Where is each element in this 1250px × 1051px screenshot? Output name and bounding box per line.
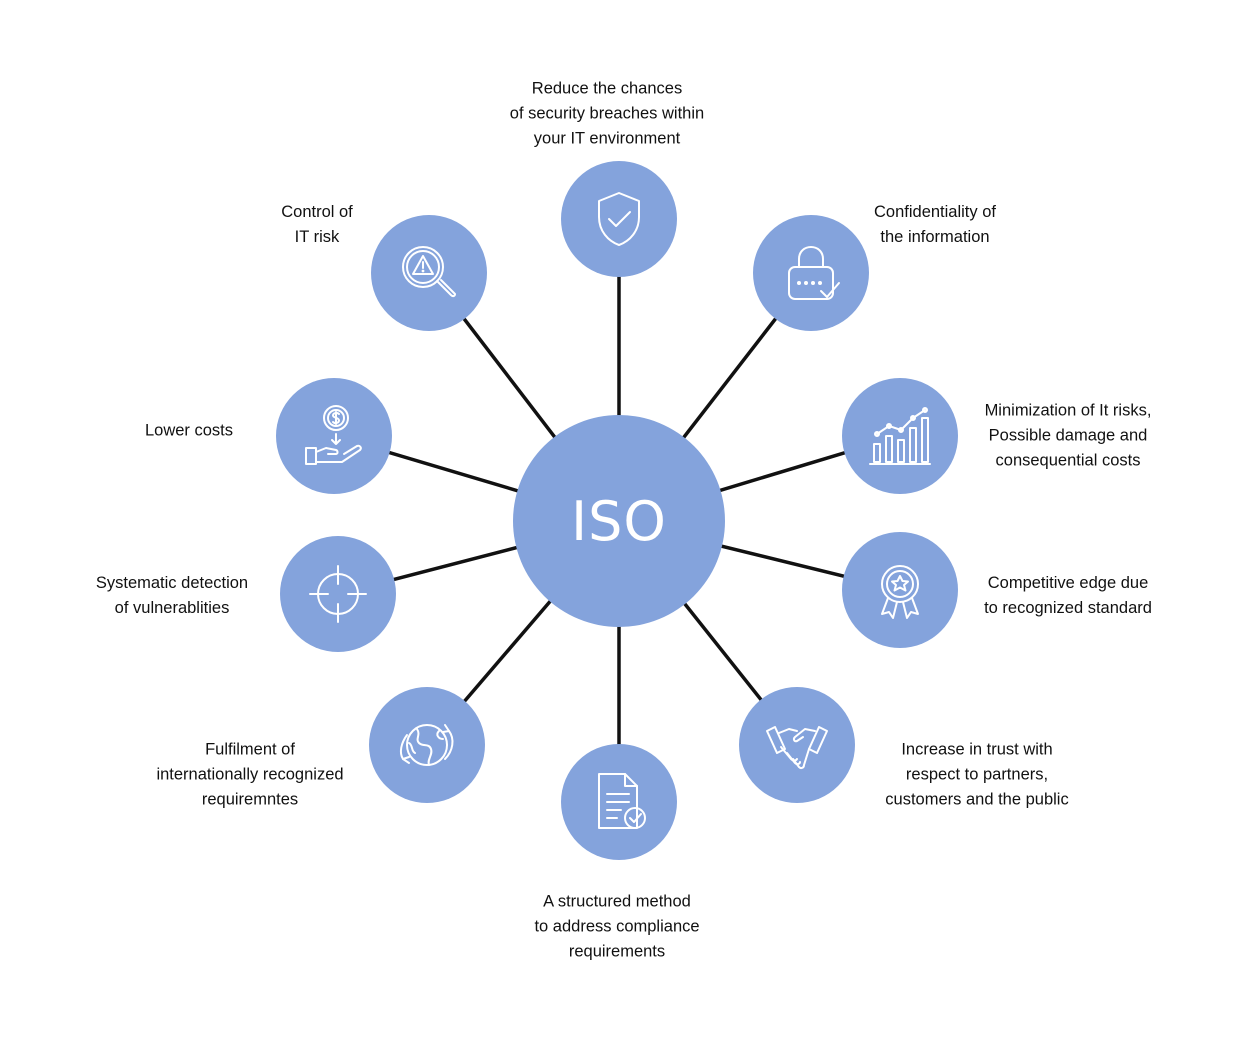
benefit-label-line: internationally recognized	[156, 765, 344, 784]
benefit-label-line: consequential costs	[995, 451, 1141, 470]
benefit-label-line: Lower costs	[144, 421, 234, 440]
benefit-label-line: Increase in trust with	[901, 740, 1053, 759]
benefit-node	[561, 744, 677, 860]
benefit-label: Confidentiality of the information	[874, 200, 996, 250]
hand-dollar-icon	[305, 405, 362, 465]
crosshair-icon	[309, 565, 367, 623]
benefit-label: Lower costs	[145, 419, 233, 444]
document-check-icon	[598, 773, 646, 829]
benefit-node	[276, 378, 392, 494]
benefit-label-line: the information	[880, 228, 990, 246]
benefit-label-line: Fulfilment of	[205, 740, 295, 759]
benefit-label-line: to address compliance	[534, 917, 700, 936]
benefit-label-line: to recognized standard	[984, 599, 1152, 617]
benefit-label-line: respect to partners,	[905, 765, 1049, 784]
benefit-label-line: Reduce the chances	[531, 79, 683, 98]
benefit-label-line: requirements	[568, 942, 666, 961]
bar-chart-growth-icon	[869, 407, 931, 465]
benefit-node	[371, 215, 487, 331]
center-hub: ISO	[513, 415, 725, 627]
magnifier-warning-icon	[402, 246, 456, 298]
benefit-node	[753, 215, 869, 331]
benefit-node	[842, 378, 958, 494]
benefit-label-line: your IT environment	[533, 129, 681, 148]
benefit-node	[739, 687, 855, 803]
benefit-label-line: of security breaches within	[509, 104, 705, 123]
globe-orbit-icon	[399, 724, 454, 766]
benefit-label: Competitive edge due to recognized standa…	[984, 571, 1152, 621]
benefit-label: Fulfilment of internationally recognized r…	[156, 738, 343, 813]
benefit-label-line: A structured method	[543, 892, 691, 911]
benefit-node	[561, 161, 677, 277]
benefit-label-line: Control of	[281, 203, 353, 221]
benefit-label-line: of vulnerablities	[114, 599, 230, 617]
benefit-label: Reduce the chances of security breaches w…	[510, 77, 704, 152]
handshake-icon	[766, 726, 828, 770]
benefit-node	[369, 687, 485, 803]
benefit-label-line: customers and the public	[885, 790, 1069, 809]
shield-check-icon	[598, 192, 640, 246]
benefit-label-line: requiremntes	[201, 790, 299, 809]
benefit-label: A structured method to address compliance…	[534, 890, 699, 965]
benefit-label-line: Systematic detection	[95, 574, 249, 592]
lock-check-icon	[788, 246, 840, 300]
benefit-label-line: Minimization of It risks,	[984, 401, 1152, 420]
benefit-label-line: Possible damage and	[988, 426, 1148, 445]
center-label: ISO	[571, 489, 667, 553]
benefit-label-line: IT risk	[294, 228, 340, 246]
benefit-label: Systematic detection of vulnerablities	[96, 571, 248, 621]
benefit-node	[842, 532, 958, 648]
benefit-label: Control of IT risk	[281, 200, 353, 250]
benefit-label: Increase in trust with respect to partner…	[885, 738, 1068, 813]
benefit-label: Minimization of It risks, Possible damage…	[985, 399, 1152, 474]
benefit-label-line: Competitive edge due	[987, 574, 1149, 592]
benefit-node	[280, 536, 396, 652]
award-badge-icon	[881, 565, 919, 619]
benefit-label-line: Confidentiality of	[874, 203, 996, 221]
